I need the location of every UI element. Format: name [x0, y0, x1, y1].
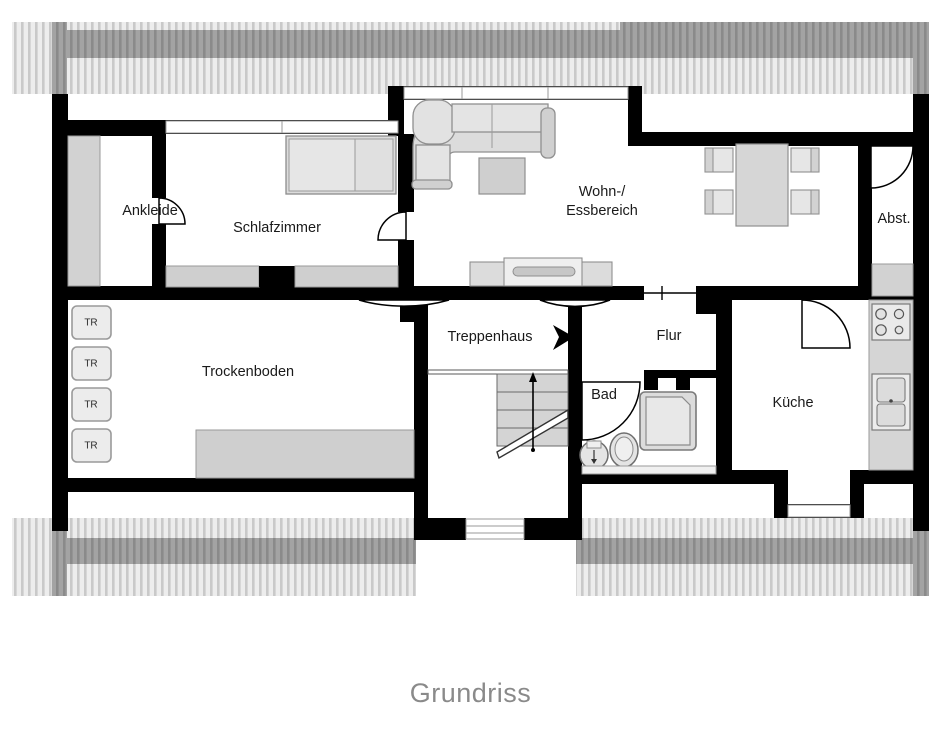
dryer-label-3: TR [84, 400, 97, 411]
room-label-wohnbereich-line1: Wohn-/ [579, 184, 626, 200]
room-label-treppenhaus: Treppenhaus [448, 329, 533, 345]
furniture-storage-shelf [871, 263, 914, 297]
room-label-flur: Flur [657, 328, 682, 344]
bathroom-washbasin-icon [579, 440, 609, 470]
room-labels: Ankleide Schlafzimmer Wohn-/ Essbereich … [122, 184, 910, 411]
room-label-abstellraum: Abst. [877, 211, 910, 227]
entrance-arrow-icon [553, 325, 574, 350]
furniture-bed [285, 135, 397, 195]
door-swings [158, 145, 914, 441]
utility-shelving [195, 429, 415, 479]
furniture-wardrobe-bedroom [165, 265, 399, 288]
roof-hatch-top [12, 22, 929, 94]
roof-hatch-bottom [12, 518, 929, 596]
bathroom-shower-icon [639, 391, 697, 451]
dryer-labels: TR TR TR TR [84, 318, 97, 452]
caption-text: Grundriss [409, 678, 532, 708]
furniture-tv-sideboard [469, 257, 613, 287]
furniture-corner-sofa [411, 99, 556, 190]
room-label-schlafzimmer: Schlafzimmer [233, 220, 321, 236]
figure-caption: Grundriss [0, 678, 941, 709]
dryer-label-1: TR [84, 318, 97, 329]
dryer-boxes [71, 305, 112, 463]
stove-cooktop-icon [871, 303, 911, 341]
staircase [427, 369, 569, 460]
furniture-dining-set [704, 143, 820, 227]
furniture-closet [67, 135, 101, 287]
dryer-label-2: TR [84, 359, 97, 370]
bathroom-toilet-icon [609, 432, 639, 468]
room-label-ankleide: Ankleide [122, 203, 178, 219]
room-label-bad: Bad [591, 387, 617, 403]
room-label-kueche: Küche [772, 395, 813, 411]
dryer-label-4: TR [84, 441, 97, 452]
furniture-coffee-table [478, 157, 526, 195]
room-label-wohnbereich-line2: Essbereich [566, 203, 638, 219]
windows [165, 86, 851, 540]
bathroom-counter-strip [581, 465, 717, 475]
kitchen-sink-icon [871, 373, 911, 431]
room-label-trockenboden: Trockenboden [202, 364, 294, 380]
